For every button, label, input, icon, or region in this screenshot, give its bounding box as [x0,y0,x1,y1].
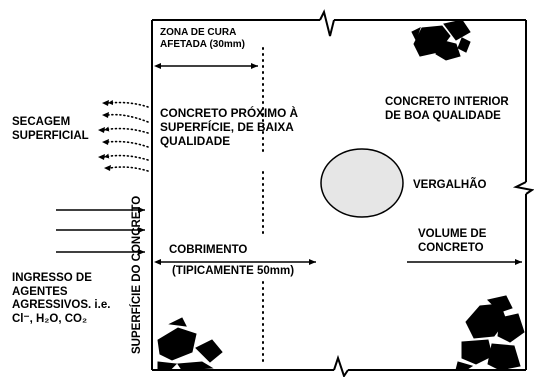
ingress-line-3: AGRESSIVOS. i.e. [12,299,111,312]
drying-line-1: SECAGEM [12,116,71,128]
ingress-line-1: INGRESSO DE [12,272,92,284]
near-surface-line-2: SUPERFÍCIE, DE BAIXA [160,119,294,134]
near-surface-line-1: CONCRETO PRÓXIMO À [160,106,299,120]
aggregate-bottom-left [157,317,223,371]
cover-typical-label: (TIPICAMENTE 50mm) [172,265,295,277]
concrete-block-outline [151,9,534,379]
near-surface-line-3: QUALIDADE [160,133,231,148]
interior-line-2: DE BOA QUALIDADE [385,109,501,122]
ingress-arrows [56,207,145,255]
aggregate-top-right [411,19,471,61]
ingress-line-4: Cl⁻, H₂O, CO₂ [12,312,88,325]
interior-concrete-label: CONCRETO INTERIOR DE BOA QUALIDADE [385,96,509,123]
rebar-label: VERGALHÃO [413,179,487,191]
concrete-volume-label: VOLUME DE CONCRETO [418,228,486,255]
cure-zone-line-2: AFETADA (30mm) [160,38,246,50]
drying-arrowheads [98,100,111,171]
concrete-surface-label: SUPERFÍCIE DO CONCRETO [131,195,143,354]
volume-line-1: VOLUME DE [418,228,487,240]
drying-label: SECAGEM SUPERFICIAL [12,116,89,143]
cure-zone-label: ZONA DE CURA AFETADA (30mm) [160,27,245,51]
ingress-label: INGRESSO DE AGENTES AGRESSIVOS. i.e. Cl⁻… [12,272,110,326]
drying-dotted-arrows [103,100,149,172]
near-surface-concrete-label: CONCRETO PRÓXIMO À SUPERFÍCIE, DE BAIXA … [160,106,299,149]
drying-line-2: SUPERFICIAL [12,129,89,142]
cover-label: COBRIMENTO [169,244,248,256]
ingress-line-2: AGENTES [12,285,68,298]
volume-line-2: CONCRETO [418,241,484,254]
cure-zone-line-1: ZONA DE CURA [160,27,237,38]
interior-line-1: CONCRETO INTERIOR [385,96,509,108]
rebar-circle [320,148,404,218]
aggregate-bottom-right [455,295,525,371]
